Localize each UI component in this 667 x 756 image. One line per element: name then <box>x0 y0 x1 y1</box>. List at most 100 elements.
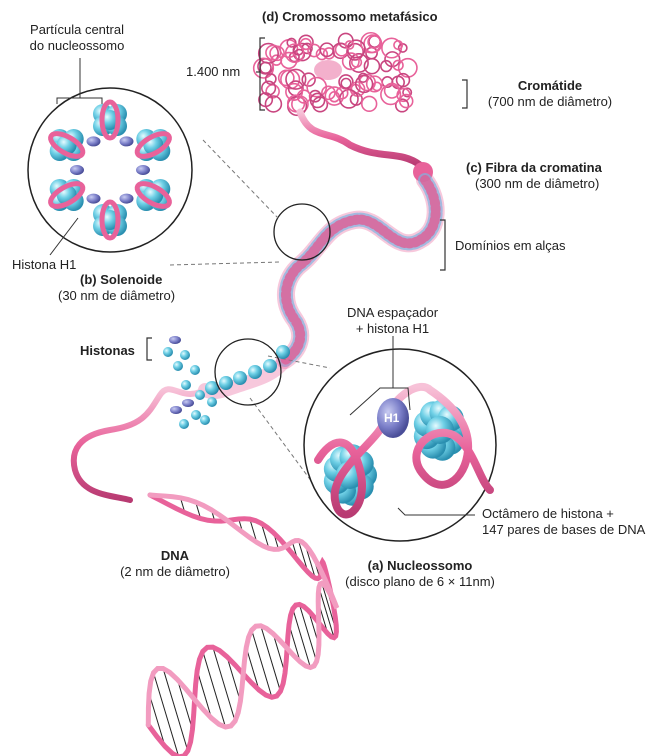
base-pair <box>226 656 241 702</box>
chromosome-brackets <box>256 37 468 111</box>
coil-loop <box>363 57 381 75</box>
coil-loop <box>312 96 329 113</box>
histone-bead <box>100 210 120 230</box>
fiber-diameter: (300 nm de diâmetro) <box>475 176 600 191</box>
solenoid-nucleosome <box>134 129 172 161</box>
mid-nucleosome-bead <box>276 345 290 359</box>
coil-loop <box>348 53 369 73</box>
coil-loop <box>402 87 413 98</box>
coil-loop <box>398 93 414 109</box>
dna-strand-middle <box>70 345 292 503</box>
base-pair <box>249 519 258 543</box>
coil-loop <box>360 95 378 113</box>
h1-bead <box>86 136 101 147</box>
base-pair <box>153 672 180 756</box>
coil-loop <box>299 37 312 51</box>
scale-1400-label: 1.400 nm <box>186 64 241 79</box>
chromatid-diameter: (700 nm de diâmetro) <box>487 94 613 109</box>
loop-domain-bracket <box>440 219 446 271</box>
coil-loop <box>321 85 336 101</box>
base-pair <box>212 646 236 722</box>
base-pair <box>245 647 260 691</box>
coil-loop <box>286 94 306 113</box>
dna-wrap <box>134 181 172 209</box>
coil-loop <box>395 72 411 88</box>
coil-loop <box>384 51 401 68</box>
base-pair <box>298 604 318 662</box>
coil-loop <box>280 51 298 70</box>
free-histone-bead <box>207 397 217 407</box>
nucleosome-title: (a) Nucleossomo <box>367 558 473 573</box>
solenoid-inset <box>27 87 193 253</box>
coil-loop <box>315 47 329 61</box>
coil-loop <box>264 73 277 85</box>
coil-loop <box>301 72 316 87</box>
spacer-label-2: + histona H1 <box>355 321 430 336</box>
base-pair <box>162 668 189 752</box>
free-histones <box>163 336 217 429</box>
mid-nucleosome-bead <box>263 359 277 373</box>
chromatin-fiber <box>276 108 445 369</box>
free-histone-bead <box>195 390 205 400</box>
core-particle-label-2: do nucleossomo <box>29 38 125 53</box>
solenoid-nucleosome <box>48 179 86 211</box>
free-h1 <box>169 336 181 344</box>
coil-loop <box>277 69 295 87</box>
coil-loop <box>346 42 364 61</box>
coil-loop <box>264 95 283 113</box>
solenoid-leaders <box>49 58 103 256</box>
base-pair <box>148 693 166 747</box>
free-histone-bead <box>163 347 173 357</box>
solenoid-nucleosome <box>134 179 172 211</box>
free-histone-bead <box>191 410 201 420</box>
nucleosome-inset <box>303 348 497 542</box>
base-pair <box>202 651 226 728</box>
free-histone-bead <box>200 415 210 425</box>
octamer-label-2: 147 pares de bases de DNA <box>482 522 646 537</box>
dna-wrap <box>134 131 172 159</box>
base-pair <box>318 587 335 638</box>
spacer-label-1: DNA espaçador <box>346 305 439 320</box>
dna-label: DNA <box>160 548 190 563</box>
chromatid-label: Cromátide <box>517 78 583 93</box>
coil-loop <box>367 34 382 49</box>
core-particle-label-1: Partícula central <box>30 22 124 37</box>
free-h1 <box>170 406 182 414</box>
coil-loop <box>344 40 355 50</box>
coil-loop <box>286 37 297 48</box>
metaphase-title: (d) Cromossomo metafásico <box>262 9 438 24</box>
base-pair <box>196 670 213 719</box>
h1-bead <box>86 193 101 204</box>
fiber-title: (c) Fibra da cromatina <box>466 160 602 175</box>
free-histone-bead <box>190 365 200 375</box>
coil-loop <box>340 77 352 89</box>
mid-nucleosome-bead <box>219 376 233 390</box>
nucleosome-dna <box>314 382 494 519</box>
coil-loop <box>285 68 307 90</box>
coil-loop <box>285 82 304 101</box>
free-h1 <box>182 399 194 407</box>
dna-wrap <box>99 199 121 241</box>
helix-strand-2 <box>145 492 340 730</box>
coil-loop <box>380 59 393 73</box>
coil-loop <box>393 40 404 51</box>
h1-bead <box>70 165 84 175</box>
coil-loop <box>322 47 336 60</box>
base-pair <box>292 608 311 668</box>
h1-histone <box>377 398 409 438</box>
solenoid-nucleosome <box>93 99 127 141</box>
h1-tag: H1 <box>384 411 400 425</box>
dna-double-helix <box>145 492 340 756</box>
h1-bead <box>119 136 134 147</box>
solenoid-nucleosome <box>93 199 127 241</box>
free-histone-bead <box>181 380 191 390</box>
free-histone-bead <box>179 419 189 429</box>
histone-h1-label: Histona H1 <box>12 257 77 272</box>
mid-nucleosome-bead <box>205 381 219 395</box>
coil-loop <box>380 84 402 106</box>
coil-loop <box>365 75 384 93</box>
h1-bead <box>119 193 134 204</box>
coil-loop <box>394 98 410 113</box>
